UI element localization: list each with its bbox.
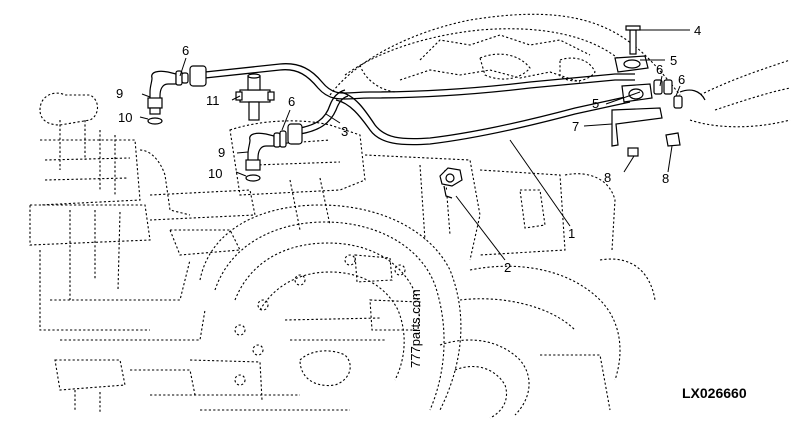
fittings xyxy=(147,25,706,199)
callout-3: 3 xyxy=(341,124,348,139)
elbow-fitting-upper xyxy=(147,65,207,125)
callout-9: 9 xyxy=(218,145,225,160)
tee-fitting xyxy=(235,73,275,121)
callout-5: 5 xyxy=(592,96,599,111)
callout-10: 10 xyxy=(208,166,222,181)
callout-7: 7 xyxy=(572,119,579,134)
callout-6: 6 xyxy=(678,72,685,87)
tractor-housing-outline xyxy=(29,13,791,419)
callout-2: 2 xyxy=(504,260,511,275)
clamp-assembly-right xyxy=(611,25,706,157)
callout-6: 6 xyxy=(656,62,663,77)
leader-lines xyxy=(139,29,690,261)
callout-9: 9 xyxy=(116,86,123,101)
callout-8: 8 xyxy=(662,171,669,186)
callout-8: 8 xyxy=(604,170,611,185)
callout-labels: 6 9 10 11 6 3 9 10 2 1 4 5 5 6 6 7 8 8 xyxy=(116,23,701,275)
hydraulic-lines xyxy=(204,63,635,146)
callout-5: 5 xyxy=(670,53,677,68)
elbow-fitting-lower xyxy=(245,123,303,182)
callout-6: 6 xyxy=(288,94,295,109)
callout-11: 11 xyxy=(206,93,220,108)
callout-1: 1 xyxy=(568,226,575,241)
callout-4: 4 xyxy=(694,23,701,38)
watermark: 777parts.com xyxy=(408,289,423,368)
callout-6: 6 xyxy=(182,43,189,58)
callout-10: 10 xyxy=(118,110,132,125)
figure-id: LX026660 xyxy=(682,385,747,401)
clamp-middle xyxy=(439,167,463,199)
